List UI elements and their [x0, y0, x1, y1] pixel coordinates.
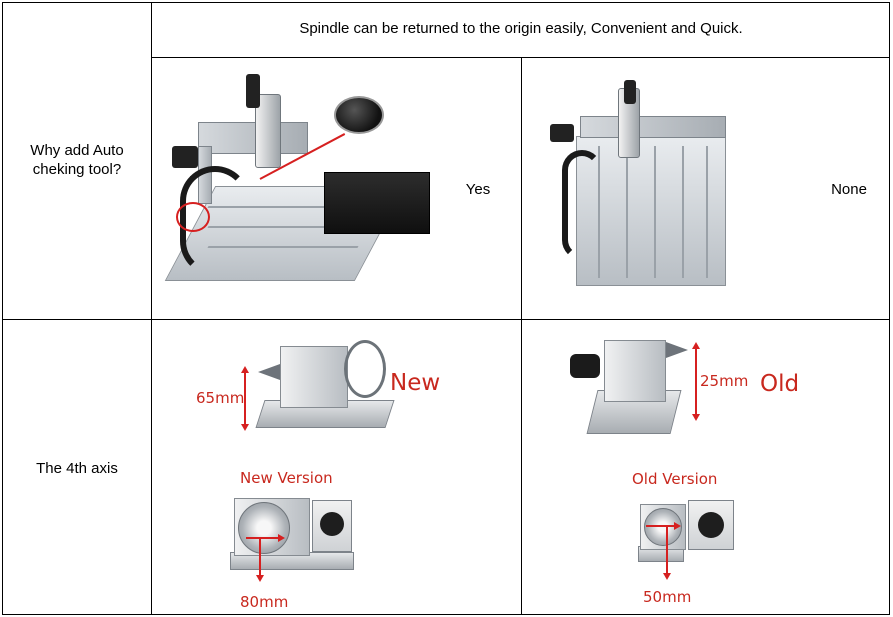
column-divider-options [521, 57, 522, 614]
dimension-50mm-label: 50mm [643, 588, 692, 606]
tailstock-center-point [666, 342, 688, 358]
bed-rail [654, 146, 656, 278]
bed-rail [626, 146, 628, 278]
stepper-motor-face [320, 512, 344, 536]
dimension-arrow-right [278, 534, 285, 542]
rotary-axis-new-image [228, 492, 360, 576]
dimension-65mm-label: 65mm [196, 389, 245, 407]
dimension-arrow-bottom [692, 414, 700, 421]
tailstock-center-point [258, 364, 280, 380]
cnc-machine-without-tool-image [546, 66, 746, 304]
bed-rail [682, 146, 684, 278]
dimension-arrow-bottom [256, 575, 264, 582]
side-motor [550, 124, 574, 142]
row-label-4th-axis: The 4th axis [36, 460, 118, 477]
dimension-arrow-top [692, 342, 700, 349]
tailstock-block [280, 346, 348, 408]
rotary-chuck [238, 502, 290, 554]
bed-rail [598, 146, 600, 278]
spindle-motor [246, 74, 260, 108]
dimension-25mm-label: 25mm [700, 372, 749, 390]
old-version-label: Old Version [632, 470, 718, 488]
tailstock-block [604, 340, 666, 402]
row-divider-middle [3, 319, 889, 320]
dimension-line-25mm [695, 348, 697, 416]
control-box [324, 172, 430, 234]
dimension-80mm-label: 80mm [240, 593, 289, 611]
tailstock-locking-knob [570, 354, 600, 378]
row-label-auto-check: Why add Auto cheking tool? [30, 142, 124, 178]
dimension-line-80mm-vertical [259, 538, 261, 576]
old-tag: Old [760, 371, 800, 397]
cnc-machine-with-tool-image [160, 66, 450, 304]
machine-gantry [198, 122, 308, 154]
rotary-axis-old-image [638, 496, 738, 568]
verdict-yes: Yes [465, 181, 491, 198]
tailstock-new-image [236, 336, 396, 440]
new-version-label: New Version [240, 469, 333, 487]
tool-sensor-puck [334, 96, 384, 134]
tool-sensor-highlight [176, 202, 210, 232]
dimension-line-65mm [244, 372, 246, 426]
dimension-arrow-right [674, 522, 681, 530]
stepper-motor-face [698, 512, 724, 538]
tailstock-old-image [568, 332, 688, 440]
column-divider-label [151, 3, 152, 614]
bed-rail [706, 146, 708, 278]
header-caption: Spindle can be returned to the origin ea… [299, 20, 743, 37]
dimension-arrow-bottom [241, 424, 249, 431]
new-tag: New [390, 370, 441, 396]
dimension-arrow-bottom [663, 573, 671, 580]
cable-chain [562, 150, 602, 260]
dimension-arrow-top [241, 366, 249, 373]
verdict-none: None [831, 181, 867, 198]
dimension-line-80mm-horizontal [246, 537, 280, 539]
dimension-line-50mm-vertical [666, 526, 668, 574]
tailstock-handwheel [344, 340, 386, 398]
dimension-line-50mm-horizontal [646, 525, 676, 527]
side-motor [172, 146, 198, 168]
spindle-motor [624, 80, 636, 104]
row-divider-header [151, 57, 889, 58]
machine-gantry [580, 116, 726, 138]
